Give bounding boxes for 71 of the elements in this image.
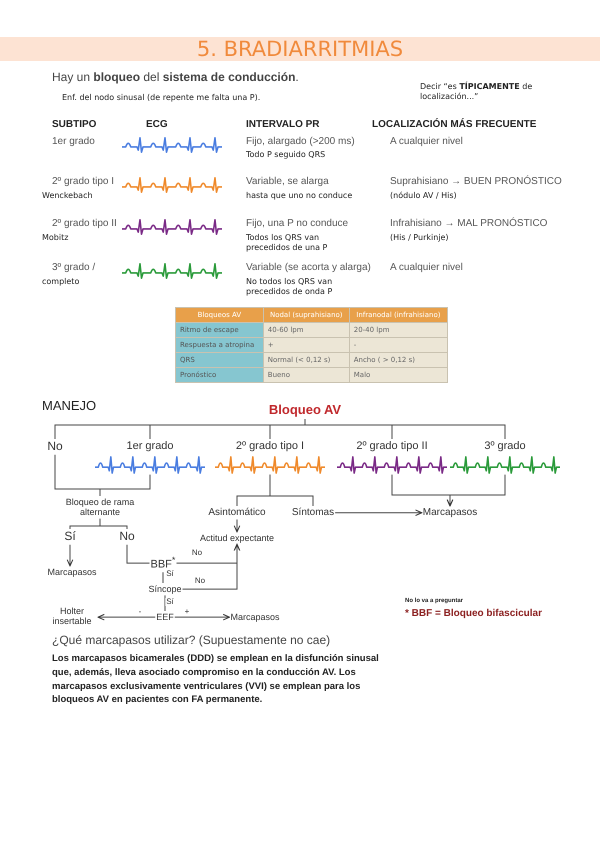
- connector-line: [304, 418, 506, 440]
- arrow: [334, 509, 422, 516]
- node-label: Síntomas: [292, 507, 334, 518]
- handwritten-note: (nódulo AV / His): [390, 191, 457, 201]
- page-title: 5. BRADIARRITMIAS: [196, 37, 404, 61]
- edge-label: Sí: [165, 570, 175, 578]
- node-label: 3º grado: [483, 440, 527, 453]
- connector-line: [126, 544, 150, 564]
- arrow: [182, 544, 240, 590]
- section-heading: MANEJO: [42, 398, 96, 414]
- handwritten-note: Decir “es TÍPICAMENTE de localización...”: [420, 82, 534, 102]
- node-label: Marcapasos: [422, 507, 478, 518]
- edge-label: Sí: [165, 598, 175, 606]
- cell-text: A cualquier nivel: [390, 262, 463, 274]
- edge-label: +: [184, 608, 190, 616]
- node-label: 1er grado: [125, 440, 175, 453]
- node-label: Holter insertable: [47, 606, 97, 627]
- row-label: 1er grado: [52, 136, 95, 148]
- column-header: LOCALIZACIÓN MÁS FRECUENTE: [372, 119, 536, 131]
- connector-line: [162, 572, 164, 584]
- connector-line: [100, 474, 150, 496]
- cell-text: Fijo, alargado (>200 ms): [246, 136, 355, 148]
- handwritten-note: completo: [42, 277, 80, 287]
- cell-text: A cualquier nivel: [390, 136, 463, 148]
- row-label: 2º grado tipo II: [52, 218, 117, 230]
- handwritten-note: No todos los QRS van precedidos de onda P: [246, 277, 334, 296]
- handwritten-note: Todos los QRS van precedidos de una P: [246, 233, 328, 252]
- cell-text: Variable, se alarga: [246, 176, 329, 188]
- handwritten-note: Mobitz: [42, 233, 68, 243]
- node-label: Bloqueo de rama alternante: [55, 497, 145, 518]
- node-label: EEF: [156, 612, 174, 622]
- connector-line: [100, 518, 128, 530]
- handwritten-note: Todo P seguido QRS: [246, 150, 326, 160]
- row-label: 2º grado tipo I: [52, 176, 114, 188]
- paragraph: Los marcapasos bicamerales (DDD) se emplean en la disfunción sinusal que, además, lleva asociado compromiso en la conducción AV. Los marcapasos exclusivamente ventriculares (VVI) se emplean para los bloqueos AV en pacientes con FA permanente.: [52, 652, 380, 708]
- node-label: BBF$^{*}$: [150, 555, 176, 572]
- cell-text: Variable (se acorta y alarga): [246, 262, 371, 274]
- node-label: No: [47, 440, 63, 454]
- question-text: ¿Qué marcapasos utilizar? (Supuestamente no cae): [52, 633, 330, 648]
- handwritten-note: (His / Purkinje): [390, 233, 449, 243]
- arrow: [234, 519, 240, 532]
- column-header: INTERVALO PR: [246, 119, 320, 131]
- node-label: Marcapasos: [230, 612, 280, 622]
- handwritten-note: hasta que uno no conduce: [246, 191, 352, 201]
- column-header: SUBTIPO: [52, 119, 96, 131]
- arrow: [66, 544, 74, 566]
- cell-text: Fijo, una P no conduce: [246, 218, 348, 230]
- node-label: No: [119, 530, 135, 544]
- handwritten-note: Enf. del nodo sinusal (de repente me falta una P).: [62, 93, 262, 103]
- arrow: [174, 614, 230, 620]
- column-header: ECG: [146, 119, 168, 131]
- edge-label: No: [194, 577, 206, 585]
- node-label: 2º grado tipo II: [355, 440, 429, 453]
- cell-text: Suprahisiano → BUEN PRONÓSTICO: [390, 176, 562, 188]
- arrow: [446, 474, 506, 506]
- node-label: 2º grado tipo I: [234, 440, 306, 453]
- node-label: Síncope: [148, 584, 182, 594]
- node-label: Actitud expectante: [200, 533, 274, 544]
- handwritten-note: Wenckebach: [42, 191, 93, 201]
- arrow: [98, 614, 156, 620]
- node-label: Sí: [64, 530, 76, 544]
- connector-line: [164, 594, 166, 612]
- row-label: 3º grado /: [52, 262, 96, 274]
- connector-line: [270, 474, 314, 506]
- cell-text: Infrahisiano → MAL PRONÓSTICO: [390, 218, 548, 230]
- intro-text: Hay un bloqueo del sistema de conducción.: [52, 70, 300, 84]
- node-label: Marcapasos: [47, 567, 97, 578]
- node-label: Asintomático: [208, 507, 266, 518]
- edge-label: No: [190, 549, 204, 557]
- node-label: Bloqueo AV: [268, 403, 342, 418]
- footnote: * BBF = Bloqueo bifascicular: [405, 608, 542, 620]
